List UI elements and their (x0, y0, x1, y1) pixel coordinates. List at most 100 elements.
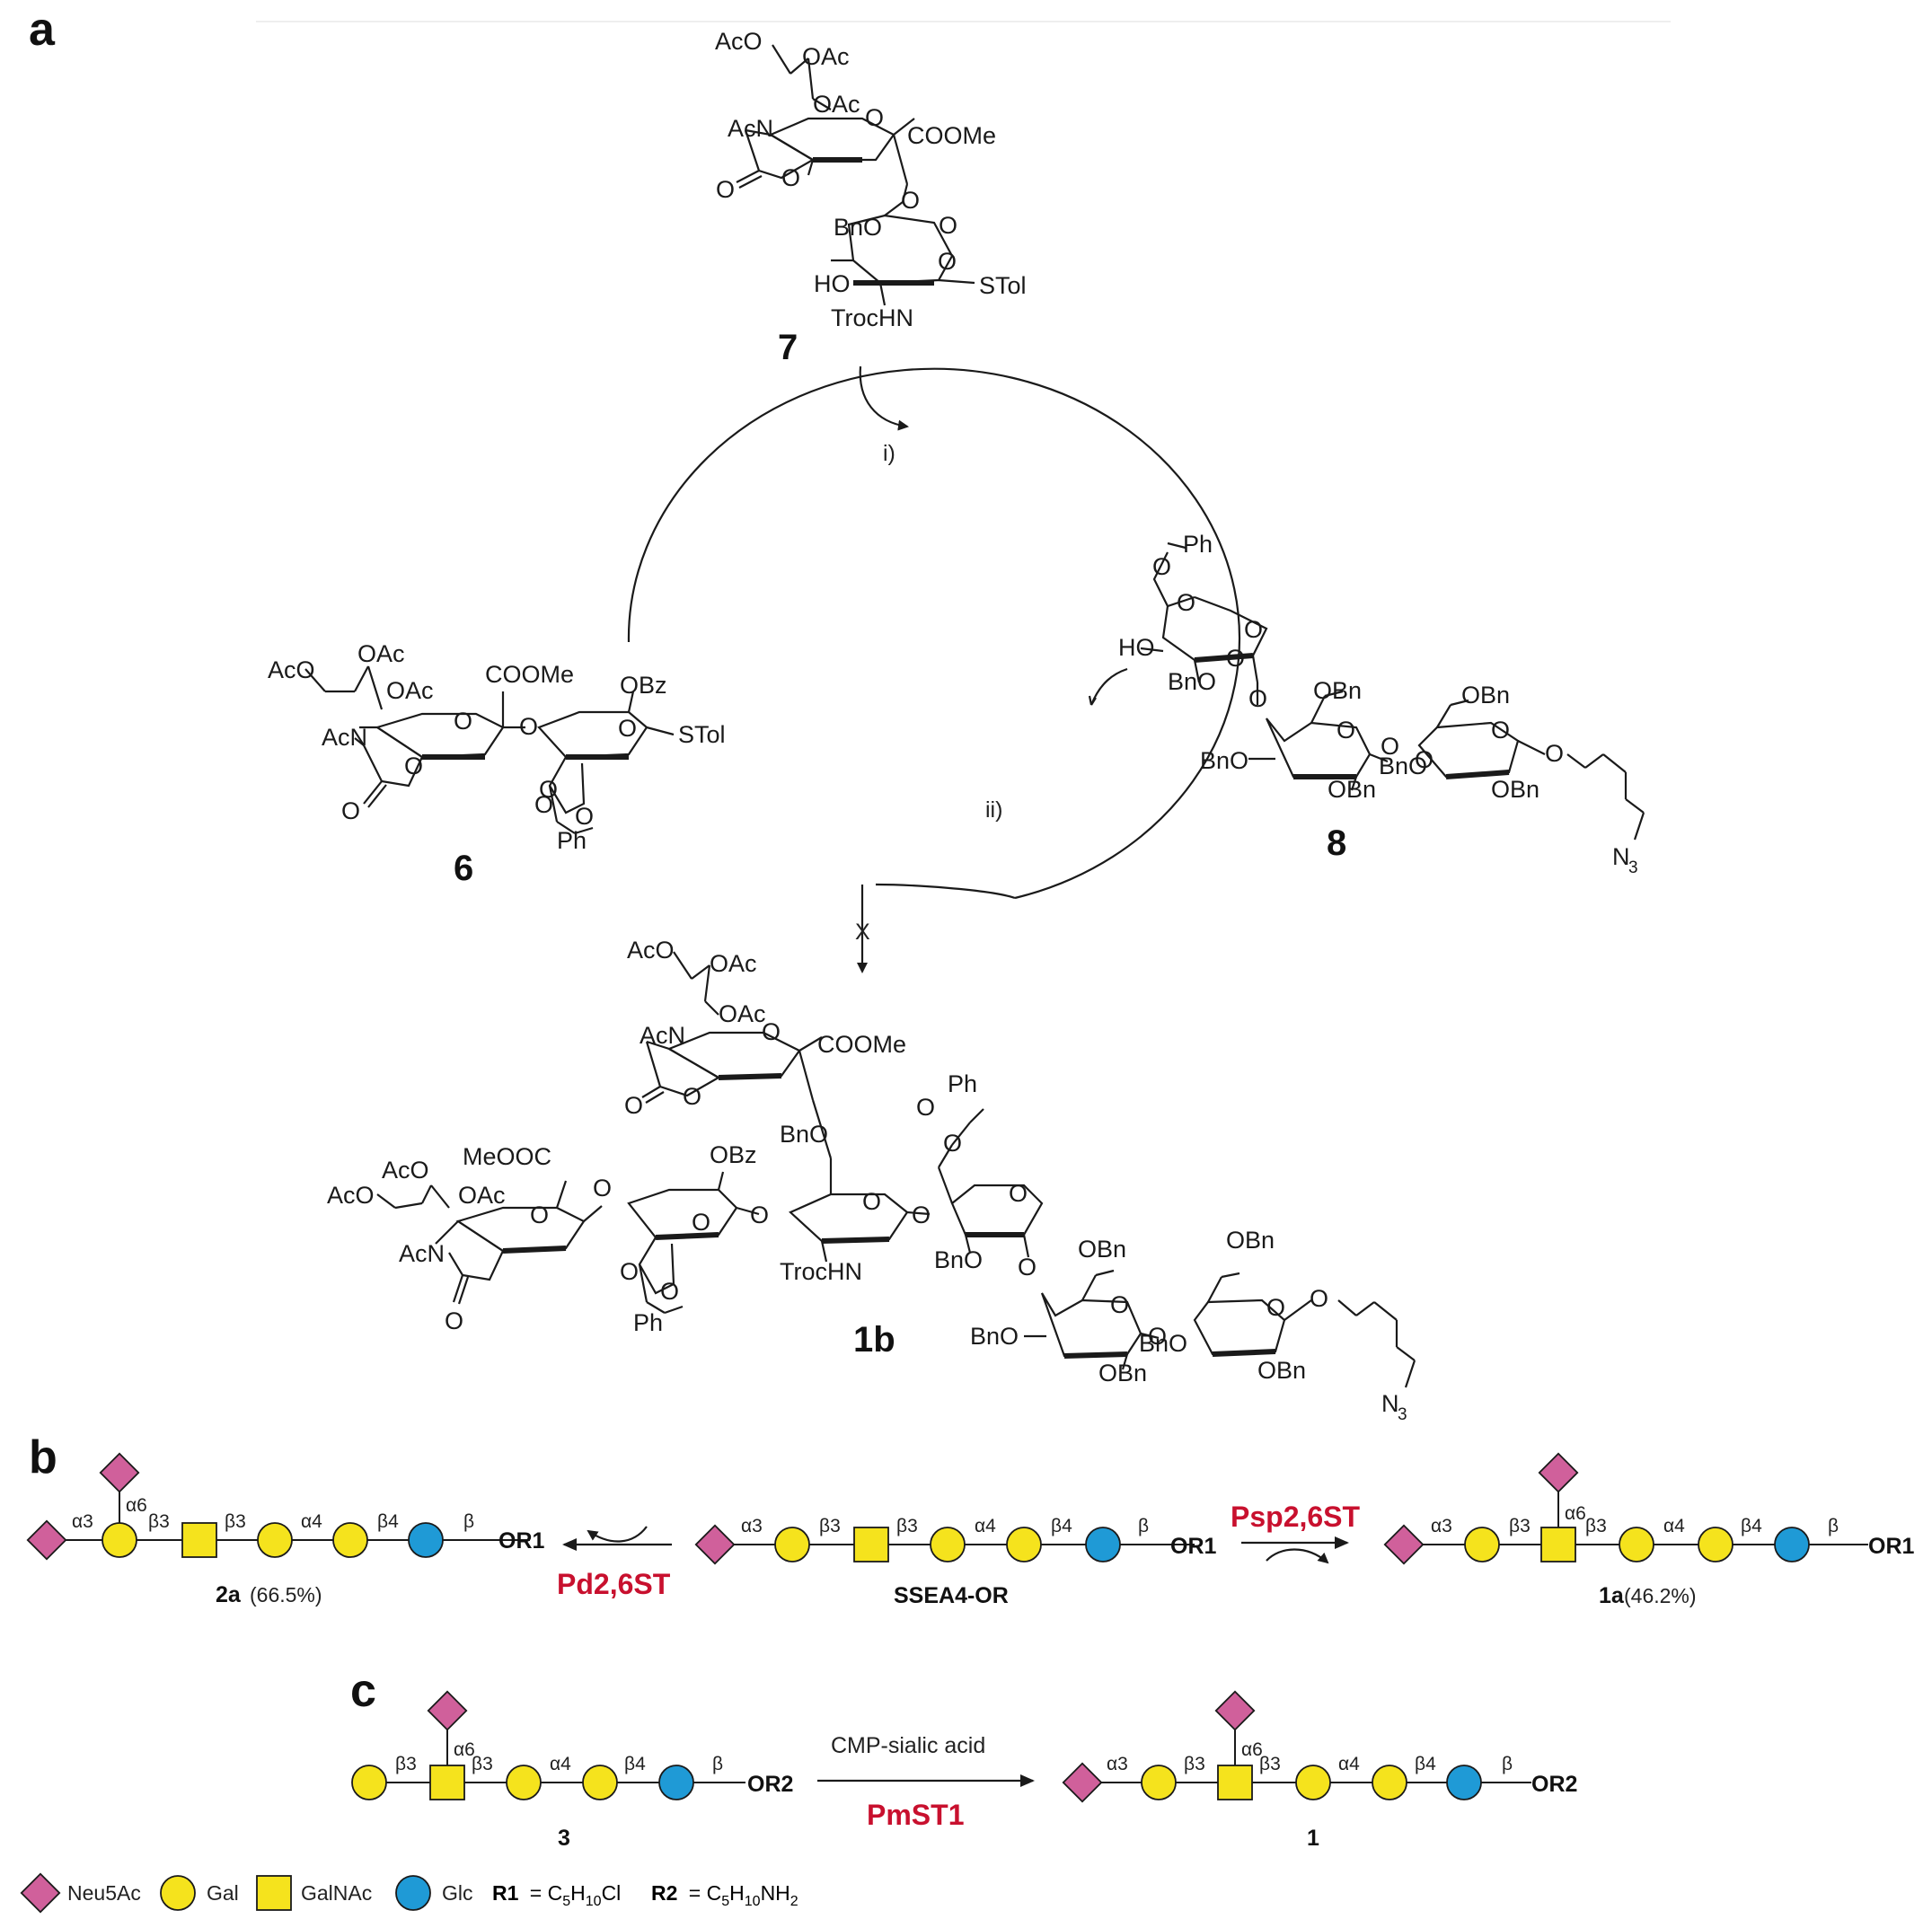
label-text: O (865, 104, 884, 131)
label-text: O (939, 212, 957, 239)
label-text: O (862, 1188, 881, 1215)
label-text: 8 (1327, 823, 1346, 863)
glycan-ssea4: α3 β3 β3 α4 β4 β OR1 SSEA4-OR (694, 1516, 1217, 1608)
label-text: β3 (819, 1516, 841, 1536)
label-text: HO (814, 270, 851, 297)
label-text: O (618, 715, 637, 742)
label-text: 7 (778, 328, 798, 367)
label-text: α3 (1431, 1516, 1452, 1536)
label-text: β4 (1415, 1754, 1436, 1774)
label-text: α4 (1338, 1754, 1360, 1774)
label-text: O (660, 1278, 679, 1305)
label-text: O (1415, 746, 1434, 773)
label-text: OBz (620, 672, 667, 699)
label-text: AcO (627, 937, 675, 964)
label-text: BnO (1168, 668, 1216, 695)
label-text: AcO (327, 1182, 375, 1209)
label-text: β (1138, 1516, 1149, 1536)
label-text: α3 (741, 1516, 763, 1536)
label-text: OAc (357, 640, 405, 667)
arrow-psp26st: Psp2,6ST (1231, 1501, 1361, 1564)
label-text: O (1545, 740, 1564, 767)
label-text: O (692, 1209, 710, 1236)
label-text: β3 (1585, 1516, 1607, 1536)
label-text: α4 (301, 1511, 322, 1532)
label-text: OAc (813, 91, 860, 118)
label-text: O (716, 176, 735, 203)
label-text: N (1612, 843, 1630, 870)
label-text: PmST1 (867, 1799, 964, 1831)
label-text: Cl (602, 1881, 622, 1905)
label-text: β3 (1259, 1754, 1281, 1774)
label-text: O (1491, 717, 1510, 744)
label-text: Ph (633, 1309, 663, 1336)
label-text: OAc (719, 1000, 766, 1027)
label-text: OBn (1491, 776, 1539, 803)
label-text: O (454, 708, 472, 735)
label-text: α6 (1565, 1503, 1586, 1524)
label-text: O (762, 1018, 781, 1045)
label-text: MeOOC (463, 1143, 551, 1170)
label-text: O (624, 1092, 643, 1119)
label-text: O (1110, 1291, 1129, 1318)
label-text: OBn (1313, 677, 1362, 704)
label-text: OBn (1461, 682, 1510, 709)
label-text: β3 (1509, 1516, 1531, 1536)
label-text: OR1 (1170, 1534, 1217, 1559)
label-text: OAc (458, 1182, 506, 1209)
panel-label-a: a (29, 4, 56, 56)
label-text: OAc (802, 43, 850, 70)
label-text: STol (979, 272, 1027, 299)
label-text: O (404, 753, 423, 779)
label-text: 1a (1599, 1583, 1625, 1608)
label-text: β (1828, 1516, 1839, 1536)
label-text: 10 (586, 1894, 602, 1909)
glycan-1: α3 α6 β3 β3 α4 β4 β OR2 1 (1062, 1690, 1577, 1851)
label-text: OAc (710, 950, 757, 977)
label-text: O (1248, 685, 1267, 712)
label-text: O (1177, 589, 1195, 616)
label-text: O (901, 187, 920, 214)
label-text: GalNAc (301, 1881, 372, 1905)
label-text: 6 (454, 849, 473, 888)
label-text: α6 (454, 1739, 475, 1760)
label-text: β (1502, 1754, 1513, 1774)
label-text: O (1148, 1323, 1167, 1350)
label-text: O (530, 1202, 549, 1228)
label-text: Glc (442, 1881, 473, 1905)
blocked-mark: X (855, 920, 870, 945)
label-text: O (1266, 1294, 1285, 1321)
label-text: BnO (1200, 747, 1248, 774)
label-text: Pd2,6ST (557, 1568, 671, 1600)
label-text: O (1152, 553, 1171, 580)
label-text: O (534, 791, 553, 818)
label-text: OAc (386, 677, 434, 704)
label-text: β (712, 1754, 723, 1774)
label-text: 5 (721, 1894, 729, 1909)
label-text: TrocHN (831, 304, 913, 331)
label-text: 3 (1628, 858, 1638, 877)
label-text: O (916, 1094, 935, 1121)
label-text: NH (761, 1881, 790, 1905)
label-text: OBn (1078, 1236, 1126, 1263)
label-text: OR1 (498, 1528, 545, 1554)
label-text: 3 (1398, 1405, 1407, 1424)
label-text: AcO (715, 28, 763, 55)
label-text: STol (678, 721, 726, 748)
label-text: (66.5%) (250, 1583, 322, 1607)
label-text: O (1310, 1285, 1328, 1312)
label-text: β3 (225, 1511, 246, 1532)
label-text: O (1226, 645, 1245, 672)
label-text: β4 (1051, 1516, 1072, 1536)
arrow-pmst1: CMP-sialic acid PmST1 (817, 1733, 1035, 1831)
label-text: β3 (148, 1511, 170, 1532)
label-text: COOMe (817, 1031, 906, 1058)
label-text: O (620, 1258, 639, 1285)
glycan-2a: α3 α6 β3 β3 α4 β4 β OR1 2a (66.5%) (26, 1452, 545, 1607)
label-text: AcO (382, 1157, 429, 1184)
label-text: O (575, 803, 594, 830)
label-text: Neu5Ac (67, 1881, 141, 1905)
label-text: Gal (207, 1881, 239, 1905)
label-text: O (593, 1175, 612, 1202)
label-text: 10 (745, 1894, 761, 1909)
